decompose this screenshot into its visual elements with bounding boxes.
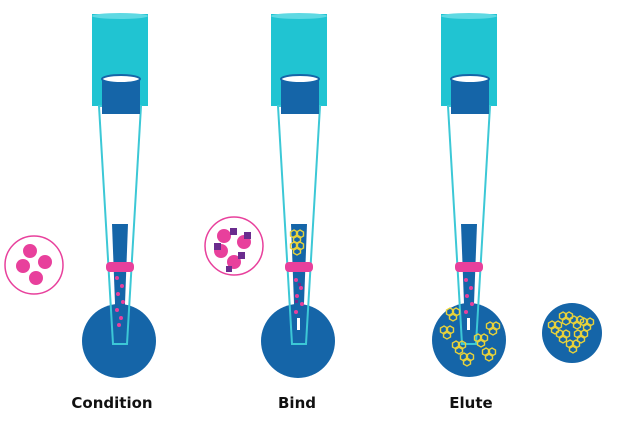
plunger-top	[101, 74, 141, 84]
step-label-condition: Condition	[71, 394, 153, 412]
frit-ring	[285, 262, 313, 272]
sorbent-bead	[116, 292, 120, 296]
sorbent-bead	[294, 310, 298, 314]
tip-top-cap-rim	[441, 13, 497, 19]
plunger-top	[450, 74, 490, 84]
collection-well	[261, 304, 335, 378]
sorbent-bead	[115, 276, 119, 280]
sorbent-bead	[464, 278, 468, 282]
sorbent-bead	[470, 302, 474, 306]
sorbent-bead	[294, 278, 298, 282]
sorbent-bead	[117, 323, 121, 327]
eluent-stream	[467, 318, 470, 330]
collection-well	[432, 303, 506, 377]
step-bind	[204, 13, 335, 378]
step-label-elute: Elute	[449, 394, 493, 412]
sorbent-bead	[300, 302, 304, 306]
step-elute	[432, 13, 602, 377]
sorbent-bead	[120, 284, 124, 288]
step-label-bind: Bind	[278, 394, 316, 412]
sorbent-bead	[464, 310, 468, 314]
collection-well	[82, 304, 156, 378]
sorbent-bead	[115, 308, 119, 312]
tip-top-cap-rim	[271, 13, 327, 19]
tip-top-cap-rim	[92, 13, 148, 19]
analyte-square	[298, 283, 301, 286]
plunger-top	[280, 74, 320, 84]
inset-beads	[4, 235, 64, 295]
sorbent-bead	[295, 294, 299, 298]
inset-eluted-analyte	[542, 303, 602, 363]
inset-beads-with-analyte	[204, 216, 264, 276]
sorbent-bead	[299, 286, 303, 290]
analyte-square	[295, 300, 298, 303]
eluent-stream	[297, 318, 300, 330]
sorbent-bead	[119, 316, 123, 320]
frit-ring	[455, 262, 483, 272]
sorbent-bead	[465, 294, 469, 298]
frit-ring	[106, 262, 134, 272]
sorbent-bead	[469, 286, 473, 290]
step-condition	[4, 13, 156, 378]
sorbent-bead	[121, 300, 125, 304]
